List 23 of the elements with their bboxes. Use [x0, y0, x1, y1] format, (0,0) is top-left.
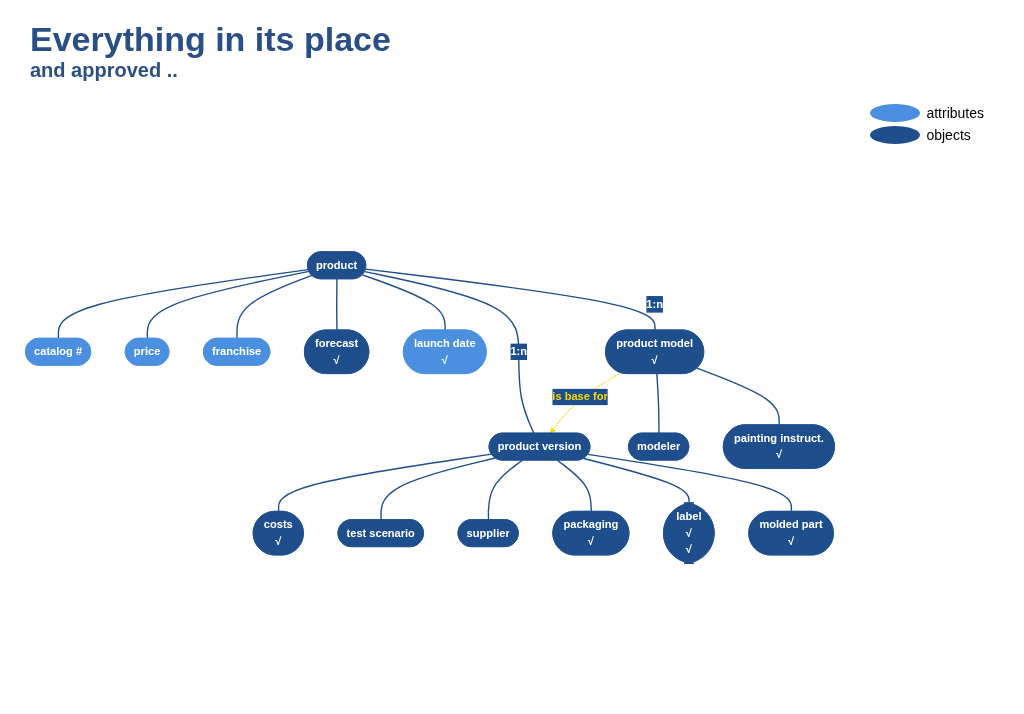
edge-label: 1:n: [510, 345, 528, 358]
edge-label: is base for: [552, 390, 608, 403]
title: Everything in its place: [30, 20, 391, 59]
connector: [583, 457, 690, 505]
connector: [487, 459, 523, 521]
connector: [361, 274, 446, 331]
connector: [380, 457, 496, 521]
edge-label: 1:n: [646, 298, 663, 310]
connector: [57, 268, 310, 340]
legend-label: attributes: [926, 105, 984, 121]
connector: [556, 459, 592, 513]
legend-label: objects: [926, 127, 971, 143]
subtitle: and approved ..: [30, 59, 179, 82]
connector: [336, 278, 338, 331]
connector: [656, 373, 660, 435]
connector: [277, 453, 493, 513]
connector: [236, 274, 313, 340]
connector: [696, 367, 780, 426]
connector: [146, 270, 310, 340]
connector: [587, 453, 793, 513]
arrow: [550, 372, 622, 434]
connector: [365, 268, 656, 331]
connector: [364, 270, 535, 435]
